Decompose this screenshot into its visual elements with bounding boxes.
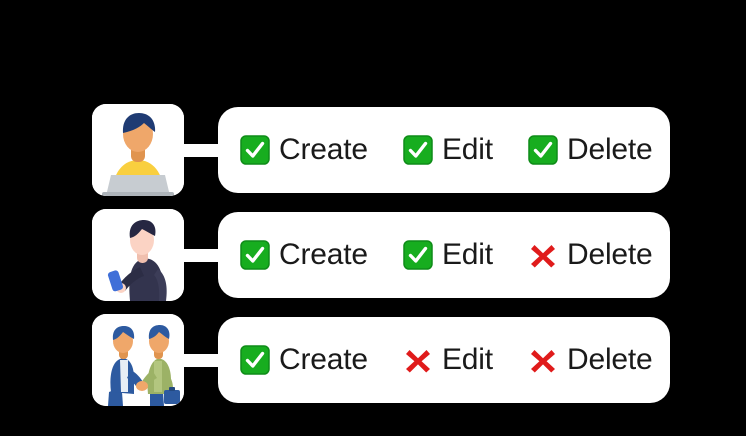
permission-card: Create Edit (218, 107, 670, 193)
permission-label: Delete (567, 343, 653, 376)
permission-label: Delete (567, 133, 653, 166)
permission-card: Create Edit Delete (218, 212, 670, 298)
permission-row: Create Edit Delete (0, 205, 746, 305)
permission-delete[interactable]: Delete (528, 317, 653, 403)
permission-create[interactable]: Create (240, 212, 368, 298)
check-mark-button-icon (240, 240, 270, 270)
permission-row: Create Edit (0, 100, 746, 200)
permission-label: Create (279, 238, 368, 271)
permission-edit[interactable]: Edit (403, 107, 493, 193)
check-mark-button-icon (240, 135, 270, 165)
permission-label: Edit (442, 133, 493, 166)
avatar-card-connector (180, 144, 224, 157)
permission-card: Create Edit Delete (218, 317, 670, 403)
two-people-handshake-avatar (92, 314, 184, 406)
check-mark-button-icon (528, 135, 558, 165)
avatar-card-connector (180, 354, 224, 367)
cross-mark-icon (403, 345, 433, 375)
permission-edit[interactable]: Edit (403, 317, 493, 403)
permission-edit[interactable]: Edit (403, 212, 493, 298)
permission-delete[interactable]: Delete (528, 212, 653, 298)
permission-row: Create Edit Delete (0, 310, 746, 410)
person-at-laptop-avatar (92, 104, 184, 196)
avatar-card-connector (180, 249, 224, 262)
cross-mark-icon (528, 240, 558, 270)
permission-delete[interactable]: Delete (528, 107, 653, 193)
person-with-phone-avatar (92, 209, 184, 301)
check-mark-button-icon (240, 345, 270, 375)
permission-label: Delete (567, 238, 653, 271)
check-mark-button-icon (403, 240, 433, 270)
permission-create[interactable]: Create (240, 107, 368, 193)
permission-label: Edit (442, 343, 493, 376)
permission-label: Create (279, 133, 368, 166)
permission-create[interactable]: Create (240, 317, 368, 403)
cross-mark-icon (528, 345, 558, 375)
check-mark-button-icon (403, 135, 433, 165)
permission-label: Create (279, 343, 368, 376)
permission-label: Edit (442, 238, 493, 271)
